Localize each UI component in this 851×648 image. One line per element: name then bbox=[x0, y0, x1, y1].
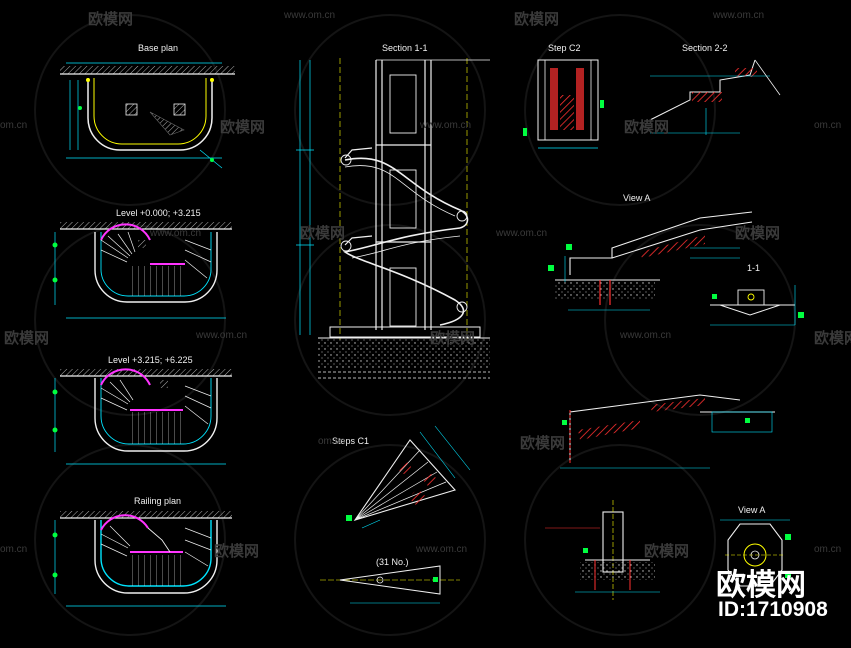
level-plan-1-title: Level +0.000; +3.215 bbox=[116, 208, 201, 218]
watermark-brand-10: 欧模网 bbox=[520, 434, 566, 452]
view-a-bottom-drawing bbox=[720, 519, 791, 587]
watermark-site-1: www.om.cn bbox=[284, 10, 336, 21]
watermark-brand-12: 欧模网 bbox=[644, 542, 690, 560]
view-a-top-drawing bbox=[548, 211, 753, 311]
watermark-site-4: www.om.cn bbox=[420, 120, 472, 131]
watermark-brand-11: 欧模网 bbox=[214, 542, 260, 560]
section-1-1-drawing bbox=[296, 58, 490, 379]
watermark-site-7: www.om.cn bbox=[496, 228, 548, 239]
view-a-bottom-title: View A bbox=[738, 505, 766, 515]
watermark-brand-8: 欧模网 bbox=[430, 329, 476, 347]
watermark-site-11: om.cn bbox=[0, 544, 28, 555]
detail-1-1-title: 1-1 bbox=[747, 263, 761, 273]
watermark-site-9: www.om.cn bbox=[620, 330, 672, 341]
watermark-site-5: om.cn bbox=[814, 120, 842, 131]
watermark-site-10: om.cn bbox=[318, 436, 346, 447]
no-31-label: (31 No.) bbox=[376, 557, 409, 567]
watermark-brand-9: 欧模网 bbox=[814, 329, 851, 347]
watermark-site-8: www.om.cn bbox=[196, 330, 248, 341]
base-plan-title: Base plan bbox=[138, 43, 179, 53]
brand-logo: 欧模网 bbox=[716, 568, 806, 603]
watermark-brand-7: 欧模网 bbox=[4, 329, 50, 347]
section-2-2-title: Section 2-2 bbox=[682, 43, 728, 53]
level-plan-2-drawing bbox=[52, 368, 232, 465]
section-1-1-title: Section 1-1 bbox=[382, 43, 428, 53]
steps-c1-drawing bbox=[320, 425, 471, 604]
post-detail-drawing bbox=[545, 500, 660, 600]
model-id-label: ID:1710908 bbox=[718, 598, 828, 621]
level-plan-1-drawing bbox=[52, 222, 232, 319]
watermark-brand-5: 欧模网 bbox=[300, 224, 346, 242]
watermark-brand-4: 欧模网 bbox=[624, 118, 670, 136]
detail-1-1-drawing bbox=[710, 285, 804, 326]
stair-section-detail-drawing bbox=[560, 394, 775, 469]
steps-c1-title: Steps C1 bbox=[332, 436, 370, 446]
base-plan-drawing bbox=[60, 62, 235, 169]
view-a-top-title: View A bbox=[623, 193, 651, 203]
watermark-site-12: www.om.cn bbox=[416, 544, 468, 555]
watermark-site-3: om.cn bbox=[0, 120, 28, 131]
step-c2-drawing bbox=[523, 59, 604, 149]
railing-plan-drawing bbox=[52, 511, 232, 607]
watermark-site-13: om.cn bbox=[814, 544, 842, 555]
section-2-2-drawing bbox=[649, 59, 781, 135]
level-plan-2-title: Level +3.215; +6.225 bbox=[108, 355, 193, 365]
watermark-site-6: www.om.cn bbox=[150, 228, 202, 239]
watermark-site-2: www.om.cn bbox=[713, 10, 765, 21]
watermark-brand-1: 欧模网 bbox=[88, 10, 134, 28]
step-c2-title: Step C2 bbox=[548, 43, 581, 53]
watermark-brand-3: 欧模网 bbox=[220, 118, 266, 136]
watermark-brand-2: 欧模网 bbox=[514, 10, 560, 28]
railing-plan-title: Railing plan bbox=[134, 496, 182, 506]
watermark-brand-6: 欧模网 bbox=[735, 224, 781, 242]
